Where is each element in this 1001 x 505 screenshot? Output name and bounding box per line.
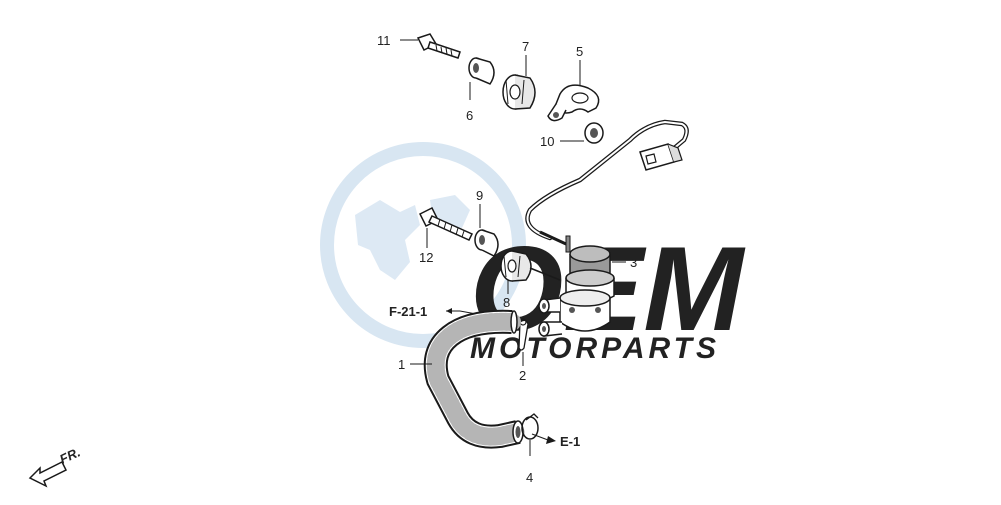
front-direction-label: FR. bbox=[57, 444, 82, 466]
part-4-clip bbox=[521, 413, 539, 440]
callout-12: 12 bbox=[419, 250, 433, 265]
callout-6: 6 bbox=[466, 108, 473, 123]
valve-outlet-lower bbox=[538, 321, 563, 337]
callout-8: 8 bbox=[503, 295, 510, 310]
part-9-collar bbox=[474, 229, 499, 257]
callout-2: 2 bbox=[519, 368, 526, 383]
reference-e1-arrow bbox=[531, 433, 556, 444]
callout-3: 3 bbox=[630, 255, 637, 270]
callout-4: 4 bbox=[526, 470, 533, 485]
callout-1: 1 bbox=[398, 357, 405, 372]
callout-11: 11 bbox=[377, 33, 391, 48]
part-11-bolt bbox=[416, 33, 461, 59]
callout-10: 10 bbox=[540, 134, 554, 149]
callout-5: 5 bbox=[576, 44, 583, 59]
watermark: OEM MOTORPARTS bbox=[320, 142, 746, 365]
part-5-clamp bbox=[547, 84, 600, 122]
watermark-subtitle: MOTORPARTS bbox=[470, 332, 720, 365]
reference-f21-label: F-21-1 bbox=[389, 304, 427, 319]
part-10-washer bbox=[584, 122, 604, 144]
watermark-continent bbox=[355, 200, 420, 280]
front-direction-arrow bbox=[28, 460, 68, 488]
reference-e1-label: E-1 bbox=[560, 434, 580, 449]
wire-harness bbox=[525, 119, 689, 241]
part-12-bolt bbox=[418, 206, 474, 241]
valve-outlet-upper bbox=[538, 297, 561, 314]
wire-connector bbox=[639, 143, 683, 171]
part-8-grommet bbox=[500, 250, 561, 282]
callout-9: 9 bbox=[476, 188, 483, 203]
callout-7: 7 bbox=[522, 39, 529, 54]
watermark-globe-ring bbox=[320, 142, 526, 348]
part-1-hose bbox=[423, 309, 527, 449]
part-7-grommet bbox=[502, 74, 536, 110]
part-6-collar bbox=[468, 57, 495, 85]
